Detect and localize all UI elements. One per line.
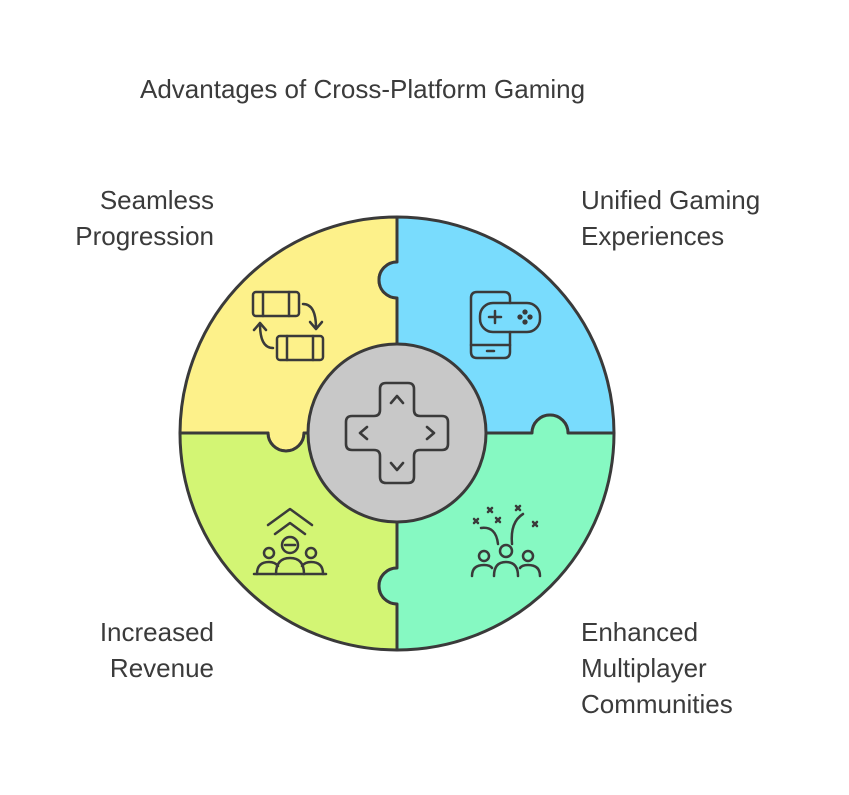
- label-enhanced-communities: Enhanced Multiplayer Communities: [581, 614, 733, 722]
- label-increased-revenue: Increased Revenue: [100, 614, 214, 686]
- phone-gamepad-icon: [469, 290, 542, 360]
- celebrating-community-icon: [470, 504, 542, 578]
- label-unified-gaming: Unified Gaming Experiences: [581, 182, 760, 254]
- label-line: Revenue: [109, 653, 214, 683]
- label-line: Experiences: [581, 221, 725, 251]
- label-line: Unified Gaming: [581, 185, 761, 215]
- dpad-icon: [344, 381, 450, 485]
- center-circle: [306, 342, 488, 524]
- label-line: Enhanced: [581, 617, 699, 647]
- device-sync-icon: [251, 290, 325, 362]
- label-seamless-progression: Seamless Progression: [75, 182, 214, 254]
- label-line: Multiplayer: [581, 653, 707, 683]
- diagram-title: Advantages of Cross-Platform Gaming: [140, 74, 586, 104]
- label-line: Increased: [99, 617, 214, 647]
- revenue-growth-icon: [252, 507, 328, 576]
- label-line: Communities: [581, 689, 733, 719]
- label-line: Progression: [75, 221, 214, 251]
- label-line: Seamless: [99, 185, 214, 215]
